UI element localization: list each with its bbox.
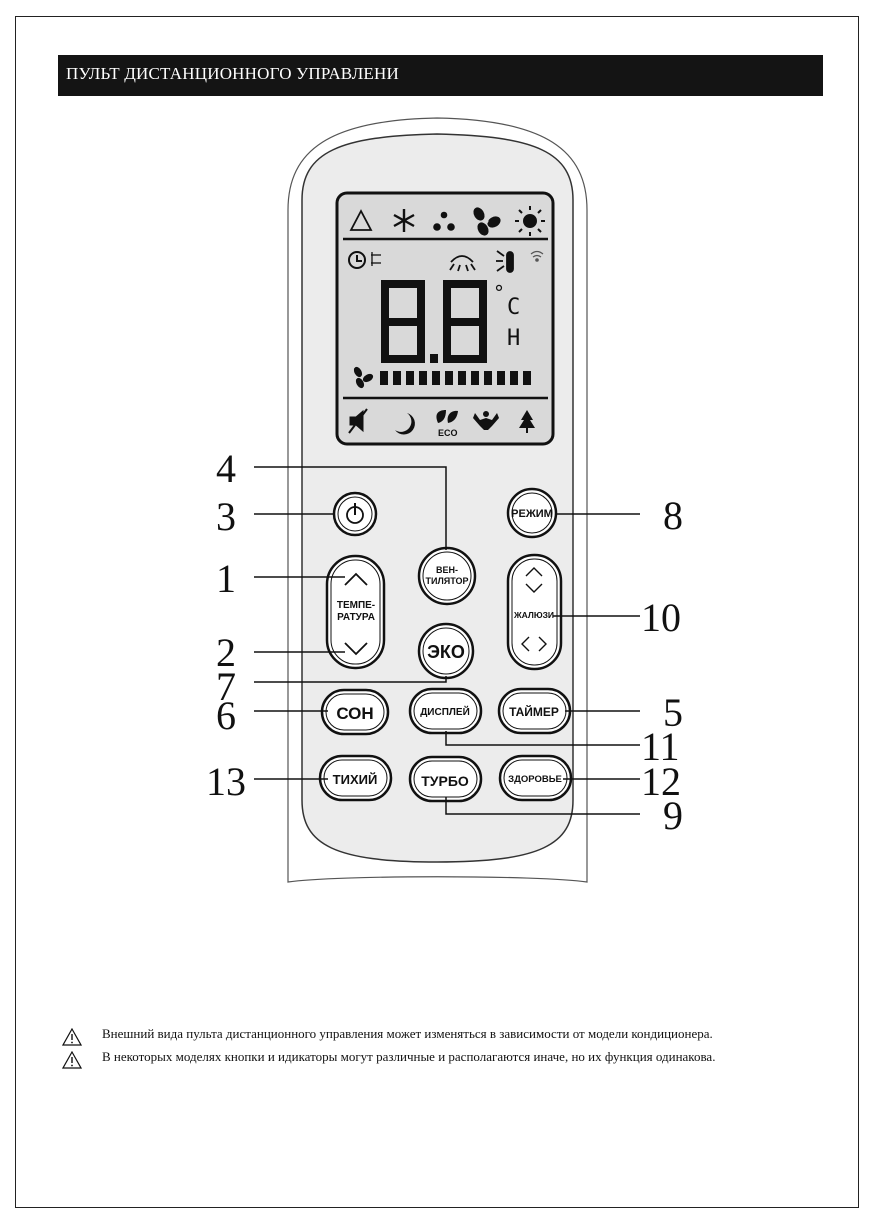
quiet-button[interactable]: ТИХИЙ: [318, 754, 393, 802]
callout-12: 12: [641, 759, 681, 804]
fan-speed-bars: [380, 371, 531, 385]
timer-clock-icon: [348, 251, 381, 269]
louver-rocker[interactable]: ЖАЛЮЗИ: [506, 553, 563, 671]
fan-button-label-1: ВЕН-: [436, 565, 458, 575]
callout-11: 11: [641, 724, 680, 769]
turbo-button[interactable]: ТУРБО: [408, 755, 483, 803]
eco-label: ECO: [438, 428, 458, 438]
note-text: Внешний вида пульта дистанционного управ…: [102, 1026, 713, 1041]
temp-down-button[interactable]: [344, 642, 368, 656]
eco-button-label: ЭКО: [427, 642, 465, 662]
lcd-display: ° C H ECO: [335, 191, 555, 446]
note-item: Внешний вида пульта дистанционного управ…: [62, 1026, 822, 1046]
fan-speed-segment: [380, 371, 388, 385]
page-frame: [15, 16, 859, 1208]
big-digits: [381, 280, 487, 363]
sleep-button[interactable]: СОН: [320, 688, 390, 736]
callout-6: 6: [216, 693, 236, 738]
temp-label-2: РАТУРА: [337, 612, 375, 623]
turbo-strong-icon: [473, 411, 499, 430]
mode-button[interactable]: РЕЖИМ: [506, 487, 558, 539]
note-text: В некоторых моделях кнопки и идикаторы м…: [102, 1049, 716, 1064]
snowflake-icon: [393, 209, 415, 232]
temp-up-button[interactable]: [344, 572, 368, 586]
tree-icon: [519, 410, 535, 433]
degree-sign: °: [494, 281, 504, 305]
chevron-down-icon: [344, 642, 368, 656]
fan-speed-segment: [393, 371, 401, 385]
fan-speed-segment: [458, 371, 466, 385]
chevron-right-icon: [538, 636, 547, 652]
fan-speed-icon: [353, 366, 374, 389]
sleep-button-label: СОН: [336, 704, 373, 723]
swing-horizontal-icon: [449, 255, 476, 272]
temperature-rocker: ТЕМПЕ- РАТУРА: [325, 554, 386, 670]
fan-speed-segment: [432, 371, 440, 385]
chevron-down-icon: [525, 583, 543, 593]
fan-button-label-2: ТИЛЯТОР: [425, 576, 468, 586]
chevron-left-icon: [521, 636, 530, 652]
display-button-label: ДИСПЛЕЙ: [420, 705, 470, 718]
callout-2: 2: [216, 630, 236, 675]
fan-speed-segment: [497, 371, 505, 385]
fan-speed-segment: [471, 371, 479, 385]
turbo-button-label: ТУРБО: [421, 773, 469, 789]
sun-icon: [515, 206, 545, 236]
notes: Внешний вида пульта дистанционного управ…: [62, 1026, 822, 1072]
health-button[interactable]: ЗДОРОВЬЕ: [498, 754, 573, 802]
fan-speed-segment: [419, 371, 427, 385]
warning-icon: [62, 1051, 82, 1069]
chevron-up-icon: [344, 572, 368, 586]
fan-speed-segment: [406, 371, 414, 385]
temp-label-1: ТЕМПЕ-: [337, 600, 375, 611]
health-button-label: ЗДОРОВЬЕ: [508, 774, 562, 785]
callout-13: 13: [206, 759, 246, 804]
fan-icon: [473, 207, 501, 236]
power-button[interactable]: [332, 491, 378, 537]
callout-numbers: 4 3 1 2 7 6 13 8 10 5 11 12 9: [206, 446, 683, 838]
callout-7: 7: [216, 664, 236, 709]
fan-speed-segment: [484, 371, 492, 385]
swing-vertical-icon: [496, 250, 514, 273]
page-title: ПУЛЬТ ДИСТАНЦИОННОГО УПРАВЛЕНИ: [58, 55, 823, 96]
timer-button[interactable]: ТАЙМЕР: [497, 687, 572, 735]
callout-10: 10: [641, 595, 681, 640]
unit-c: C: [507, 295, 520, 320]
eco-leaf-icon: ECO: [436, 410, 458, 438]
page-title-text: ПУЛЬТ ДИСТАНЦИОННОГО УПРАВЛЕНИ: [66, 64, 399, 83]
auto-mode-icon: [349, 209, 373, 231]
drops-icon: [433, 211, 455, 231]
note-item: В некоторых моделях кнопки и идикаторы м…: [62, 1049, 822, 1069]
unit-h: H: [507, 326, 520, 351]
callout-5: 5: [663, 690, 683, 735]
mute-icon: [348, 408, 368, 434]
signal-icon: [530, 250, 544, 262]
fan-speed-segment: [510, 371, 518, 385]
callout-lines: [254, 466, 640, 815]
quiet-button-label: ТИХИЙ: [333, 772, 378, 787]
timer-button-label: ТАЙМЕР: [509, 704, 559, 719]
mode-button-label: РЕЖИМ: [511, 508, 553, 520]
callout-9: 9: [663, 793, 683, 838]
louver-label: ЖАЛЮЗИ: [513, 610, 554, 620]
fan-button[interactable]: ВЕН- ТИЛЯТОР: [417, 546, 477, 606]
chevron-up-icon: [525, 567, 543, 577]
fan-speed-segment: [445, 371, 453, 385]
callout-3: 3: [216, 494, 236, 539]
callout-4: 4: [216, 446, 236, 491]
moon-icon: [395, 413, 415, 435]
fan-speed-segment: [523, 371, 531, 385]
display-button[interactable]: ДИСПЛЕЙ: [408, 687, 483, 735]
eco-button[interactable]: ЭКО: [417, 622, 475, 680]
callout-8: 8: [663, 493, 683, 538]
callout-1: 1: [216, 556, 236, 601]
warning-icon: [62, 1028, 82, 1046]
